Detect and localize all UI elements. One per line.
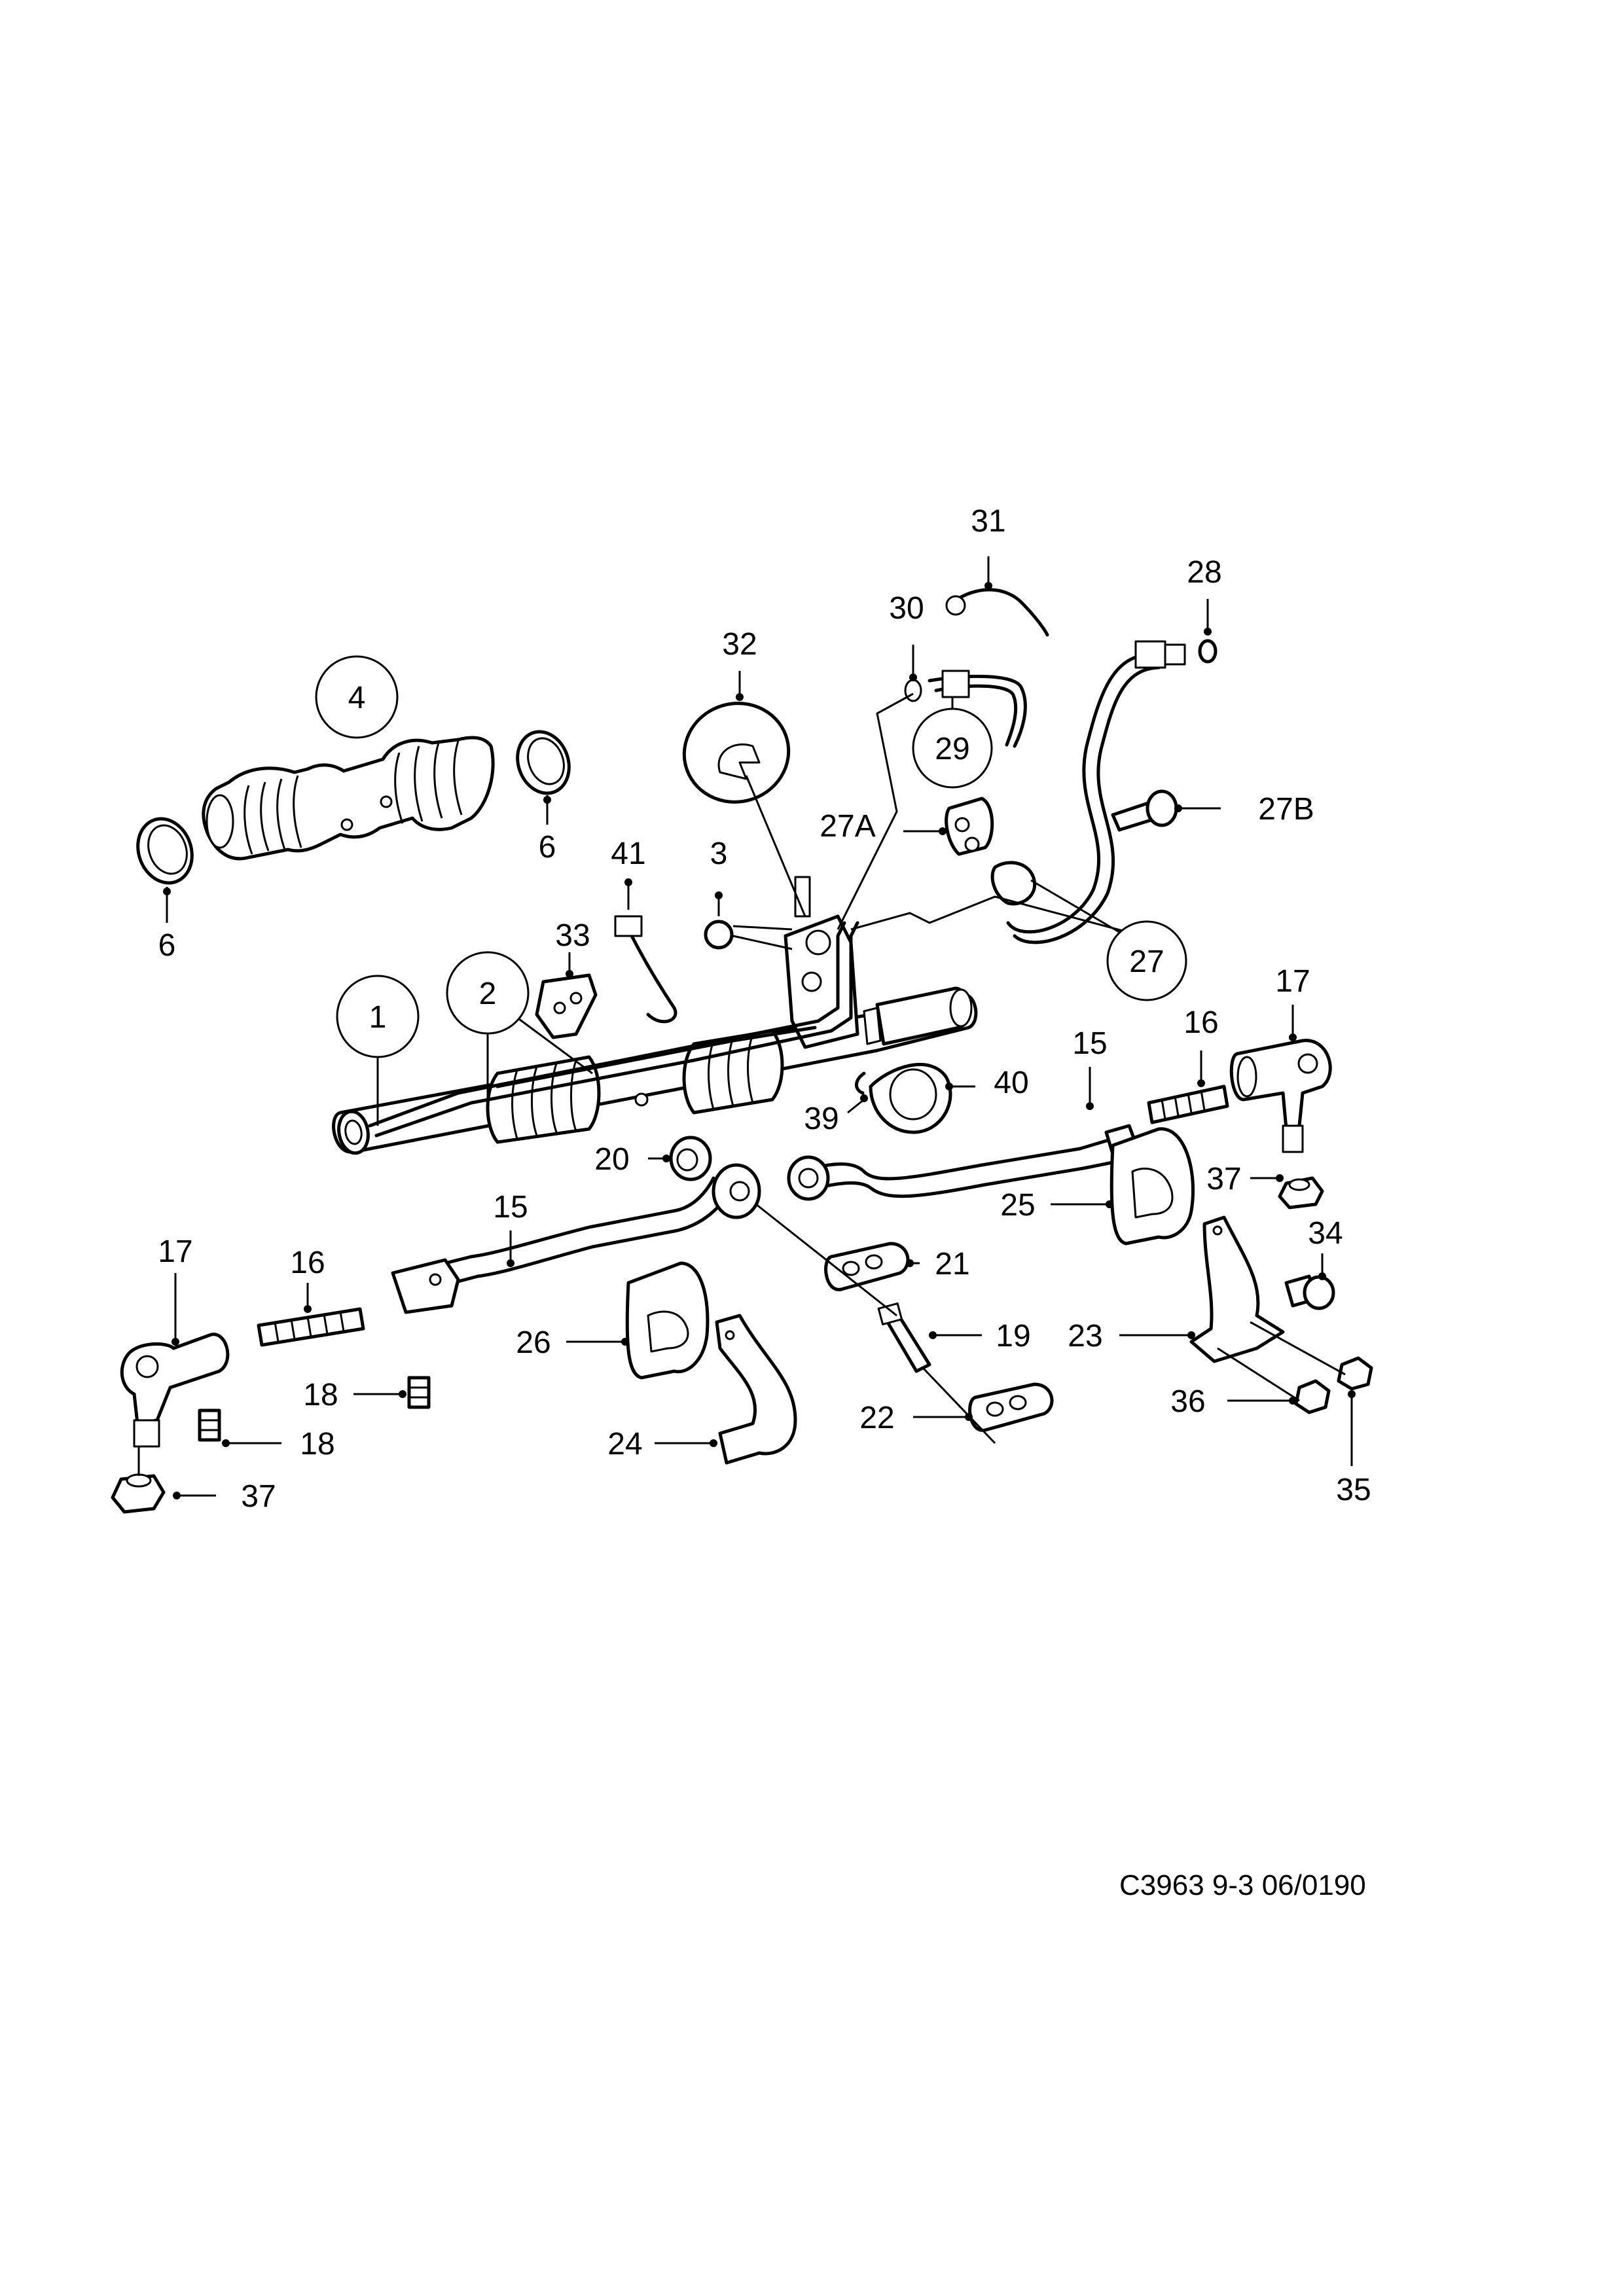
callout-label-4: 4 xyxy=(348,681,366,715)
callout-label-40: 40 xyxy=(994,1066,1028,1100)
part-21-plate xyxy=(824,1242,910,1291)
callout-label-37-right: 37 xyxy=(1206,1162,1241,1196)
part-19-bolt xyxy=(877,1302,931,1373)
callout-circle-1: 1 xyxy=(336,975,420,1058)
part-36-nut xyxy=(1294,1379,1331,1414)
callout-label-37-left: 37 xyxy=(241,1479,276,1514)
part-25-rubber-bushing xyxy=(1110,1127,1195,1246)
part-37-nut-left xyxy=(111,1473,166,1514)
callout-label-2: 2 xyxy=(479,977,497,1011)
callout-circle-2: 2 xyxy=(446,951,530,1035)
callout-label-16-left: 16 xyxy=(290,1246,325,1280)
leader-lines xyxy=(137,556,1356,1499)
callout-label-27a: 27A xyxy=(820,809,875,844)
callout-label-29: 29 xyxy=(935,732,969,766)
callout-label-19: 19 xyxy=(996,1319,1030,1354)
part-6-clamp-right xyxy=(516,730,571,795)
part-24-clamp-bracket xyxy=(715,1314,797,1465)
callout-label-39: 39 xyxy=(804,1102,839,1136)
part-27-pressure-pipe xyxy=(990,640,1186,944)
part-31-clip xyxy=(945,588,1049,637)
part-41-hose-clip xyxy=(614,915,677,1024)
callout-label-26: 26 xyxy=(516,1325,550,1360)
part-37-nut-right xyxy=(1278,1176,1324,1210)
part-16-adjuster-right xyxy=(1147,1085,1229,1124)
part-20-bush xyxy=(669,1136,712,1181)
part-6-clamp-left xyxy=(136,817,194,885)
part-22-plate xyxy=(968,1382,1054,1432)
callout-label-22: 22 xyxy=(859,1401,894,1435)
part-15-tie-rod-lower xyxy=(391,1163,761,1314)
callout-label-16-right: 16 xyxy=(1183,1005,1218,1040)
part-28-seal-ring xyxy=(1198,639,1218,664)
callout-label-41: 41 xyxy=(611,836,645,871)
part-16-adjuster-left xyxy=(257,1307,365,1347)
part-34-bolt xyxy=(1284,1274,1335,1310)
drawing-reference-code: C3963 9-3 06/0190 xyxy=(1119,1869,1366,1901)
callout-label-21: 21 xyxy=(935,1247,969,1282)
callout-label-15-lower: 15 xyxy=(493,1190,528,1225)
callout-label-34: 34 xyxy=(1308,1216,1343,1251)
callout-label-32: 32 xyxy=(722,627,757,662)
callout-label-35: 35 xyxy=(1336,1473,1371,1507)
callout-label-6-right: 6 xyxy=(539,830,556,865)
callout-label-27b: 27B xyxy=(1258,792,1314,827)
callout-labels: 6 6 32 30 31 28 27B 27A 3 41 33 39 40 15… xyxy=(158,504,1371,1514)
part-40-clamp xyxy=(869,1062,952,1134)
callout-label-30: 30 xyxy=(889,591,924,626)
callout-label-20: 20 xyxy=(594,1142,629,1177)
callout-label-31: 31 xyxy=(971,504,1005,539)
callout-label-15-upper: 15 xyxy=(1072,1026,1107,1061)
part-4-steering-gaiter xyxy=(202,736,495,861)
callout-label-6-left: 6 xyxy=(158,928,176,963)
callout-circle-4: 4 xyxy=(315,655,399,739)
callout-label-28: 28 xyxy=(1187,555,1221,590)
part-17-tie-rod-end-right xyxy=(1229,1039,1332,1153)
callout-label-18-center: 18 xyxy=(303,1378,338,1412)
part-2-hydraulic-pipes xyxy=(368,921,859,1138)
part-15-tie-rod-upper xyxy=(787,1124,1141,1201)
part-27a-union-block xyxy=(945,797,994,856)
part-39-spring-clip xyxy=(855,1071,866,1095)
callout-label-25: 25 xyxy=(1000,1188,1035,1223)
part-32-mounting-rubber xyxy=(682,702,791,804)
callout-label-17-left: 17 xyxy=(158,1234,192,1269)
callout-label-17-right: 17 xyxy=(1275,964,1310,999)
part-27b-banjo-bolt xyxy=(1111,789,1178,832)
part-35-nut xyxy=(1337,1356,1373,1391)
part-18-bolt-left xyxy=(198,1408,221,1442)
callout-label-27: 27 xyxy=(1129,944,1164,979)
part-26-rubber-bushing xyxy=(625,1261,710,1380)
callout-label-23: 23 xyxy=(1068,1319,1102,1354)
part-17-tie-rod-end-left xyxy=(120,1333,230,1448)
callout-label-33: 33 xyxy=(555,918,590,953)
callout-label-1: 1 xyxy=(369,1000,387,1035)
callout-label-18-left: 18 xyxy=(300,1427,334,1462)
part-23-bracket xyxy=(1189,1215,1285,1363)
part-3-plug xyxy=(704,920,734,950)
callout-label-3: 3 xyxy=(710,836,728,871)
callout-label-36: 36 xyxy=(1170,1384,1205,1419)
callout-label-24: 24 xyxy=(607,1427,642,1462)
callout-circle-27: 27 xyxy=(1106,920,1187,1001)
callout-circle-29: 29 xyxy=(912,708,993,789)
part-18-bolt-center xyxy=(407,1376,431,1409)
part-33-bracket xyxy=(535,973,598,1039)
